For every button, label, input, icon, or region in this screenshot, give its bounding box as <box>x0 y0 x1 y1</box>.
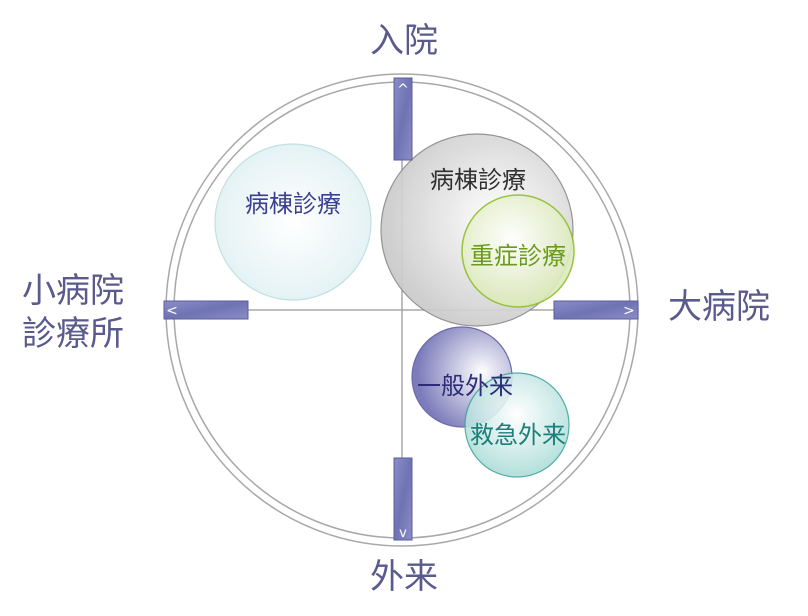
ward-care-circle-left <box>214 143 372 301</box>
severe-care-circle <box>461 194 575 308</box>
label-emergency-outpatient: 救急外来 <box>470 421 566 449</box>
right-arrow-icon: > <box>623 303 635 319</box>
axis-label-inpatient: 入院 <box>370 21 438 61</box>
bottom-bar <box>393 457 413 541</box>
label-severe-care: 重症診療 <box>470 242 566 270</box>
axis-label-small-hospital-line1: 小病院 <box>22 271 124 311</box>
left-bar <box>163 300 249 320</box>
label-ward-care-left: 病棟診療 <box>245 190 341 218</box>
top-bar <box>393 77 413 161</box>
axis-label-small-hospital: 小病院 診療所 <box>22 270 124 355</box>
down-arrow-icon: v <box>399 526 407 541</box>
axis-label-small-hospital-line2: 診療所 <box>22 313 124 354</box>
axis-label-outpatient: 外来 <box>370 557 438 597</box>
label-ward-care-right: 病棟診療 <box>430 166 526 194</box>
right-bar <box>553 300 639 320</box>
label-general-outpatient: 一般外来 <box>417 372 513 400</box>
axis-label-large-hospital: 大病院 <box>668 287 770 327</box>
left-arrow-icon: < <box>166 303 178 319</box>
emergency-outpatient-circle <box>464 372 570 478</box>
up-arrow-icon: ^ <box>397 82 409 98</box>
